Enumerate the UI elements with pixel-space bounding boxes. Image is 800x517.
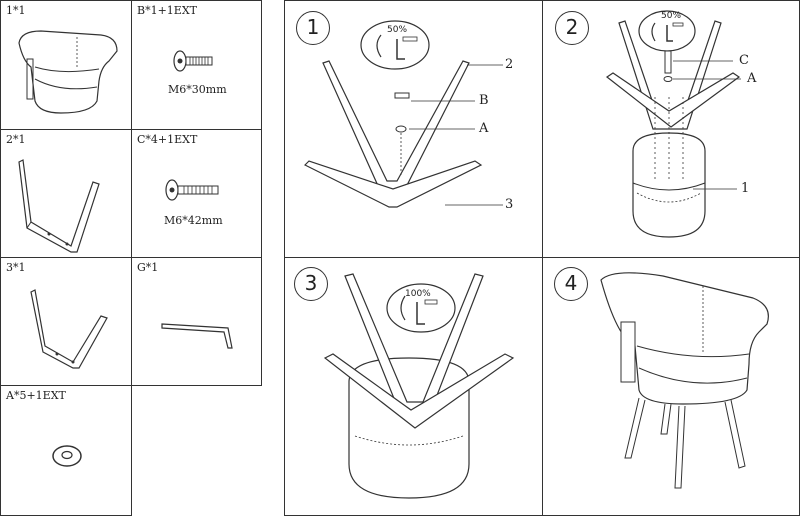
allen-key-icon <box>161 323 233 349</box>
part-washer: A*5+1EXT <box>0 385 132 516</box>
step-1-panel: 1 50% 2 B A 3 <box>284 0 543 258</box>
part-code: G*1 <box>137 261 159 274</box>
part-code: C*4+1EXT <box>137 133 198 146</box>
callout-label: A <box>747 71 757 86</box>
leg-frame-2-illustration <box>18 159 100 253</box>
step-3-panel: 3 100% <box>284 257 543 516</box>
part-bolt-c: C*4+1EXT M6*42mm <box>131 129 262 258</box>
callout-label: A <box>479 121 489 136</box>
step-2-illustration <box>605 10 741 238</box>
bolt-long-icon <box>165 179 219 201</box>
bolt-size-label: M6*30mm <box>168 83 227 96</box>
part-code: 1*1 <box>6 4 26 17</box>
torque-label: 100% <box>405 289 431 299</box>
seat-shell-illustration <box>18 30 118 114</box>
part-code: B*1+1EXT <box>137 4 197 17</box>
assembled-chair-illustration <box>600 272 769 489</box>
callout-label: 2 <box>505 57 514 72</box>
callout-label: 3 <box>505 197 514 212</box>
bolt-short-icon <box>173 50 213 72</box>
part-code: 3*1 <box>6 261 26 274</box>
step-1-illustration <box>303 20 503 208</box>
part-code: A*5+1EXT <box>6 389 66 402</box>
step-number: 3 <box>294 267 328 301</box>
part-leg-frame-3: 3*1 <box>0 257 132 386</box>
step-number: 1 <box>296 11 330 45</box>
leg-frame-3-illustration <box>30 289 108 369</box>
part-leg-frame-2: 2*1 <box>0 129 132 258</box>
step-2-panel: 2 50% C A 1 <box>542 0 800 258</box>
callout-label: B <box>479 93 489 108</box>
part-seat-shell: 1*1 <box>0 0 132 130</box>
step-number: 4 <box>554 267 588 301</box>
torque-label: 50% <box>387 25 408 35</box>
washer-icon <box>52 445 82 467</box>
bolt-size-label: M6*42mm <box>164 214 223 227</box>
callout-label: C <box>739 53 749 68</box>
part-bolt-b: B*1+1EXT M6*30mm <box>131 0 262 130</box>
callout-label: 1 <box>741 181 750 196</box>
part-code: 2*1 <box>6 133 26 146</box>
torque-label: 50% <box>661 11 682 21</box>
step-3-illustration <box>323 273 515 499</box>
step-4-panel: 4 <box>542 257 800 516</box>
part-allen-key: G*1 <box>131 257 262 386</box>
step-number: 2 <box>555 11 589 45</box>
